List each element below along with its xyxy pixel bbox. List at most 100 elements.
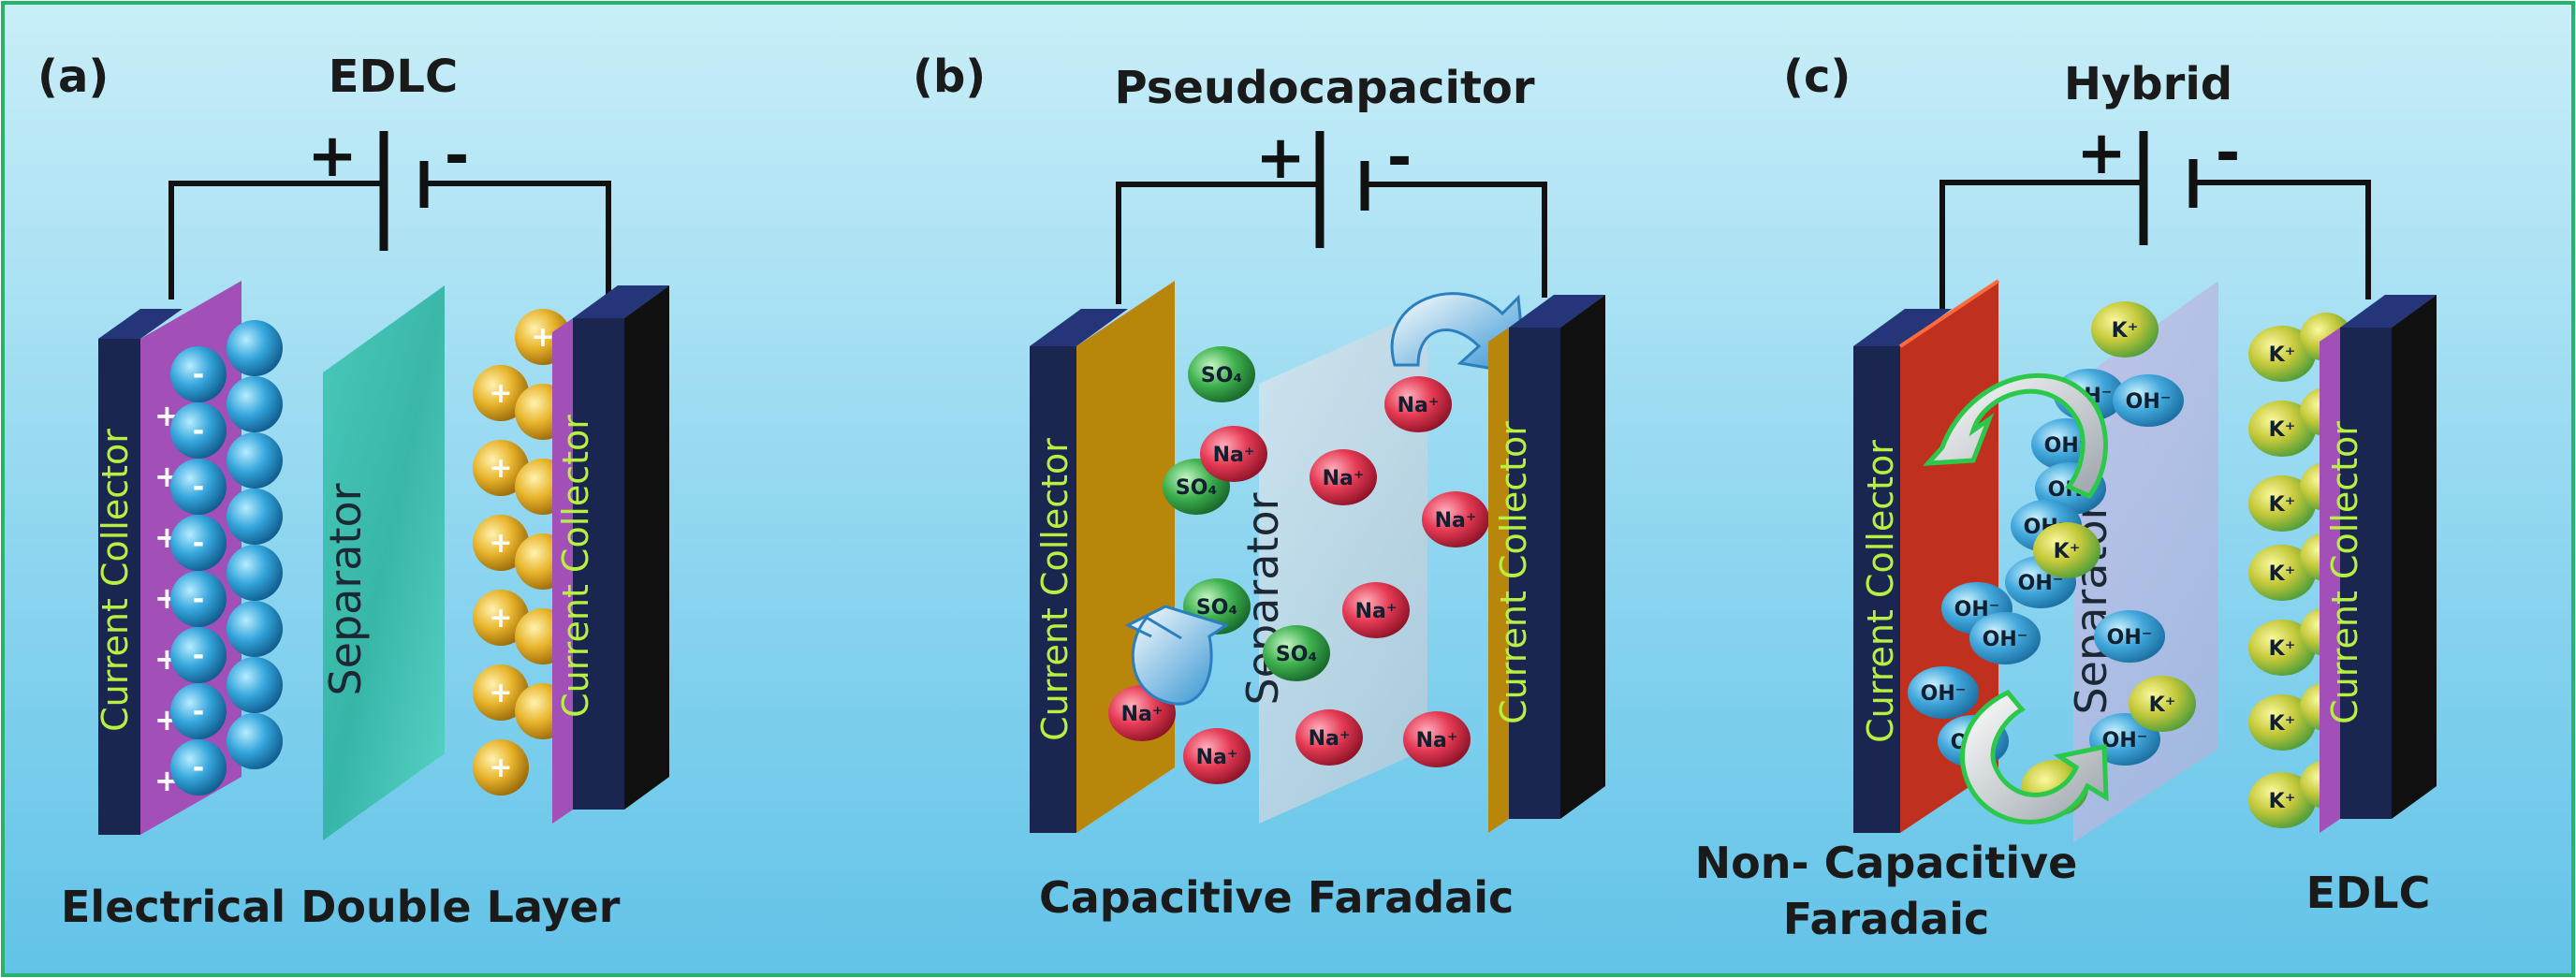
panel-b-left-layer (1076, 281, 1175, 833)
panel-b-sulfate-ions (1163, 346, 1330, 681)
panel-c-left-collector-label: Current Collector (1860, 440, 1901, 743)
panel-a-anion-signs: - - - - - - - - (193, 358, 204, 784)
svg-text:Na⁺: Na⁺ (1355, 600, 1398, 623)
panel-b-minus-sign: - (1387, 124, 1412, 193)
panel-a-minus-sign: - (445, 122, 470, 191)
panel-b-plus-sign: + (1255, 124, 1306, 193)
panel-c-right-collector (2340, 328, 2392, 819)
panel-c-circuit-wire (1939, 180, 2371, 309)
panel-a-separator-label: Separator (320, 483, 371, 695)
panel-c-redox-arrow-top (1923, 373, 2108, 500)
svg-text:OH⁻: OH⁻ (2102, 729, 2148, 752)
panel-c-caption-right: EDLC (2306, 868, 2431, 918)
svg-text:-: - (193, 527, 204, 560)
panel-a-right-collector-label: Current Collector (555, 415, 596, 718)
panel-c-potassium-labels-electrolyte: K⁺ K⁺ K⁺ (2054, 319, 2176, 717)
svg-text:Na⁺: Na⁺ (1398, 394, 1440, 417)
panel-a-right-collector-top (573, 285, 669, 318)
panel-b-right-collector-side (1560, 295, 1605, 819)
panel-b-left-collector-label: Current Collector (1034, 438, 1076, 741)
panel-b-sodium-labels: Na⁺ Na⁺ Na⁺ Na⁺ Na⁺ Na⁺ Na⁺ Na⁺ Na⁺ (1121, 394, 1477, 769)
panel-a-left-collector-top (98, 309, 183, 339)
panel-b-sulfate-labels: SO₄ SO₄ SO₄ SO₄ (1176, 364, 1317, 666)
panel-a-cation-signs: + + + + + + + (489, 321, 554, 784)
svg-text:Na⁺: Na⁺ (1121, 703, 1164, 726)
panel-c-caption-line1: Non- Capacitive (1695, 838, 2078, 888)
panel-a-right-collector (573, 318, 624, 810)
panel-a-left-collector-label: Current Collector (95, 429, 136, 732)
panel-a-plus-sign: + (307, 122, 358, 191)
svg-text:Na⁺: Na⁺ (1213, 444, 1255, 467)
svg-text:SO₄: SO₄ (1176, 476, 1217, 500)
panel-b-separator (1259, 309, 1427, 824)
svg-text:-: - (193, 358, 204, 391)
panel-a-anions (170, 320, 283, 796)
svg-text:K⁺: K⁺ (2112, 319, 2139, 343)
panel-b-letter: (b) (913, 51, 986, 103)
panel-c-left-layer-edge (1898, 279, 2000, 348)
svg-text:OH⁻: OH⁻ (2126, 390, 2172, 414)
svg-text:Na⁺: Na⁺ (1309, 727, 1351, 751)
panel-b-right-layer (1488, 328, 1509, 833)
panel-c-right-collector-label: Current Collector (2324, 421, 2365, 724)
svg-text:+: + (531, 321, 554, 354)
svg-text:K⁺: K⁺ (2054, 540, 2081, 563)
panel-a-letter: (a) (37, 51, 109, 103)
panel-c-potassium-labels-edlc: K⁺ K⁺ K⁺ K⁺ K⁺ K⁺ K⁺ (2269, 343, 2296, 813)
svg-text:+: + (489, 377, 512, 410)
svg-text:SO₄: SO₄ (1201, 364, 1242, 387)
svg-text:K⁺: K⁺ (2269, 562, 2296, 586)
svg-text:-: - (193, 415, 204, 447)
panel-a-right-layer (552, 318, 573, 824)
panel-c-letter: (c) (1783, 51, 1851, 103)
svg-text:Na⁺: Na⁺ (1435, 509, 1477, 533)
svg-text:-: - (193, 583, 204, 616)
panel-c-caption-line2: Faradaic (1783, 894, 1990, 944)
panel-c-left-collector-top (1853, 309, 1952, 346)
panel-b-right-collector-label: Current Collector (1493, 421, 1534, 724)
svg-text:Na⁺: Na⁺ (1416, 729, 1458, 752)
panel-b-right-collector (1509, 328, 1560, 819)
svg-text:-: - (193, 695, 204, 728)
svg-text:OH⁻: OH⁻ (1921, 682, 1967, 706)
svg-text:K⁺: K⁺ (2269, 712, 2296, 736)
svg-text:+: + (489, 527, 512, 560)
svg-text:+: + (489, 752, 512, 784)
panel-b-right-collector-top (1509, 295, 1605, 328)
panel-a-caption: Electrical Double Layer (61, 882, 621, 932)
panel-c-title: Hybrid (2064, 58, 2232, 110)
panel-c: (c) Hybrid + - Current Collector Separat… (1695, 51, 2437, 944)
svg-text:SO₄: SO₄ (1276, 643, 1317, 666)
svg-text:-: - (193, 471, 204, 504)
svg-text:+: + (489, 452, 512, 485)
panel-c-right-layer (2320, 328, 2340, 833)
panel-b-sodium-ions (1108, 376, 1489, 784)
panel-c-redox-arrow-bottom (1959, 689, 2109, 825)
svg-text:-: - (193, 639, 204, 672)
panel-a-circuit-wire (168, 181, 611, 299)
panel-b-left-collector (1030, 346, 1076, 833)
panel-a-right-collector-side (624, 285, 669, 810)
svg-text:OH⁻: OH⁻ (1983, 628, 2028, 651)
panel-c-minus-sign: - (2216, 119, 2241, 188)
svg-text:+: + (489, 677, 512, 709)
panel-c-plus-sign: + (2076, 119, 2127, 188)
panel-b: (b) Pseudocapacitor + - Current Collecto… (913, 51, 1605, 923)
svg-text:+: + (489, 602, 512, 635)
svg-text:Na⁺: Na⁺ (1196, 746, 1238, 769)
svg-text:K⁺: K⁺ (2269, 343, 2296, 367)
svg-text:Na⁺: Na⁺ (1323, 467, 1365, 490)
svg-text:OH⁻: OH⁻ (2107, 626, 2153, 650)
svg-text:K⁺: K⁺ (2269, 418, 2296, 442)
svg-text:K⁺: K⁺ (2269, 790, 2296, 813)
svg-text:K⁺: K⁺ (2269, 637, 2296, 661)
svg-text:-: - (193, 752, 204, 784)
panel-b-left-collector-top (1030, 309, 1128, 346)
svg-text:K⁺: K⁺ (2269, 493, 2296, 517)
panel-c-left-collector (1853, 346, 1900, 833)
panel-b-title: Pseudocapacitor (1114, 62, 1534, 114)
panel-a-left-collector (98, 339, 140, 835)
svg-text:K⁺: K⁺ (2149, 693, 2176, 717)
panel-c-right-collector-side (2392, 295, 2437, 819)
